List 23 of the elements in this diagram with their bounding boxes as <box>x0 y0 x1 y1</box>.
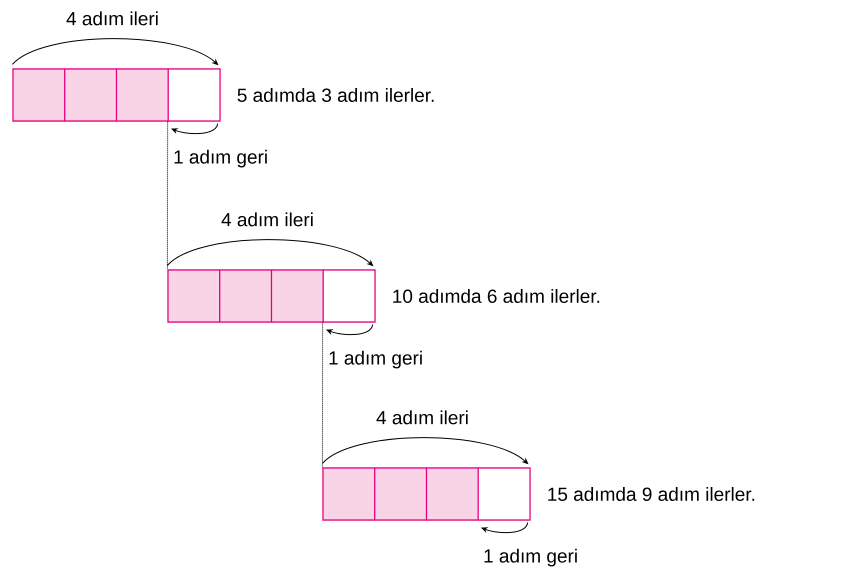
edge-label: 1 adım geri <box>482 548 580 568</box>
statement-text: 5 adımda 3 adım ilerler. <box>238 88 434 102</box>
cell <box>374 467 428 521</box>
edge-label: 1 adım geri <box>327 350 424 370</box>
cell <box>64 68 118 122</box>
edge-label: 1 adım geri <box>172 148 270 168</box>
cell <box>478 467 531 521</box>
edge-label: 4 adım ileri <box>65 10 160 26</box>
cell <box>116 68 169 122</box>
cell <box>219 269 272 323</box>
cell <box>322 269 376 323</box>
cell <box>167 269 220 323</box>
cell <box>426 467 479 521</box>
dotted-line <box>322 322 324 468</box>
cell <box>322 467 376 521</box>
statement-text: 10 adımda 6 adım ilerler. <box>393 289 600 303</box>
cell <box>12 68 66 122</box>
edge-label: 4 adım ileri <box>220 211 315 228</box>
dotted-line <box>166 121 168 270</box>
statement-text: 15 adımda 9 adım ilerler. <box>548 487 754 501</box>
cell <box>168 68 221 122</box>
cell <box>270 269 324 323</box>
edge-label: 4 adım ileri <box>375 409 470 426</box>
